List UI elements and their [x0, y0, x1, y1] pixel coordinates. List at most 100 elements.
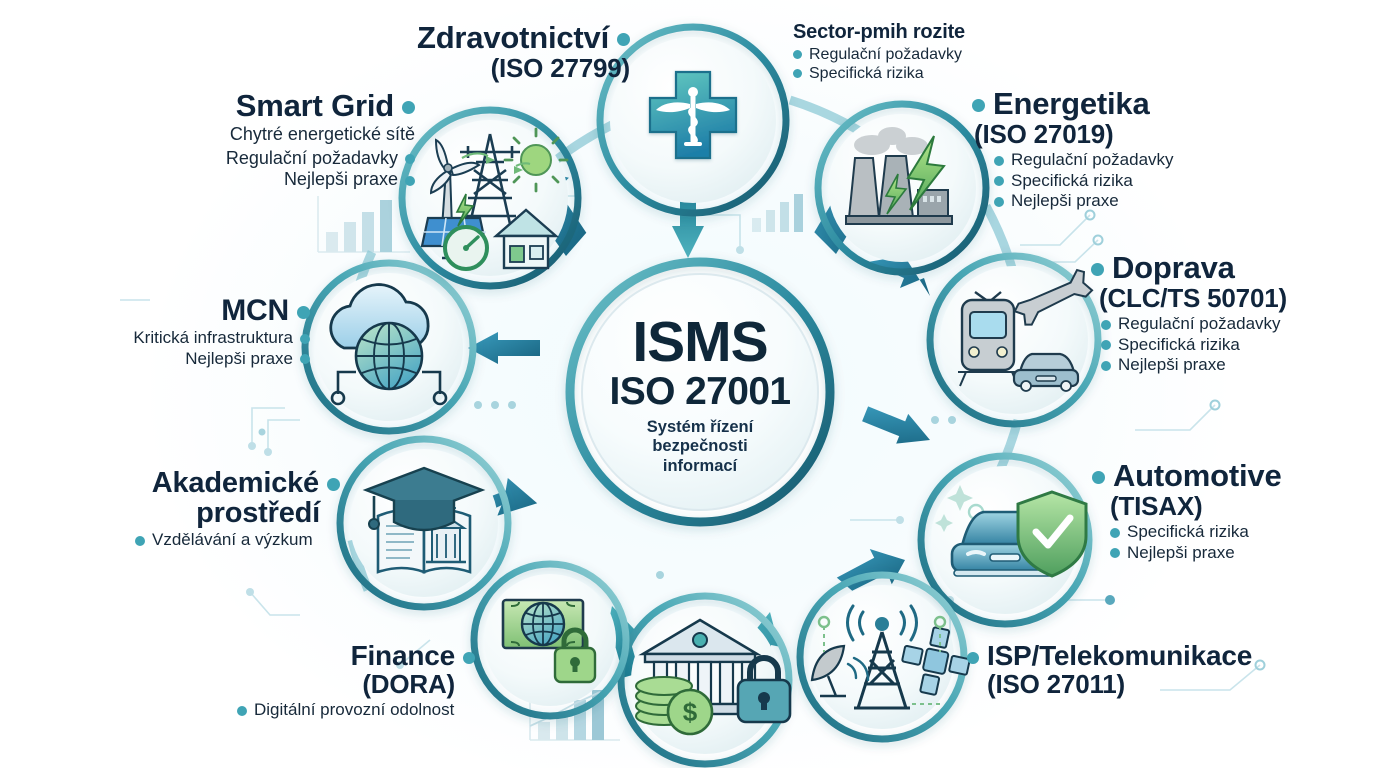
node-akademicke-prostredi[interactable] — [336, 435, 512, 611]
smart-grid-icon — [420, 127, 569, 271]
sector-title-line2: prostředí — [196, 497, 320, 530]
bank-lock-icon: $ — [635, 618, 792, 736]
radio-tower-satellite-icon — [810, 604, 971, 710]
money-globe-lock-icon — [501, 598, 597, 684]
label-isp-telekomunikace[interactable]: ISP/Telekomunikace (ISO 27011) — [967, 641, 1252, 698]
center-desc-line2: bezpečnosti — [652, 437, 748, 456]
center-hub[interactable] — [565, 257, 835, 527]
label-energetika[interactable]: Energetika (ISO 27019) Regulační požadav… — [972, 87, 1174, 211]
sector-subtitle: Chytré energetické sítě — [229, 124, 415, 145]
sector-title: Doprava — [1091, 251, 1287, 284]
sector-title: Akademické — [110, 468, 340, 498]
sector-bullet-list: Kritická infrastruktura Nejlepši praxe — [80, 328, 310, 369]
label-automotive[interactable]: Automotive (TISAX) Specifická rizika Nej… — [1092, 459, 1282, 563]
sector-standard: (ISO 27011) — [987, 669, 1125, 700]
node-smart-grid[interactable] — [398, 106, 582, 290]
power-plant-icon — [845, 127, 953, 225]
bullet-dot-icon — [135, 535, 145, 546]
note-heading: Sector-pmih rozite — [793, 21, 965, 43]
cloud-globe-network-icon — [329, 283, 448, 406]
center-standard: ISO 27001 — [609, 369, 791, 413]
node-finance[interactable] — [470, 560, 630, 720]
coins-stack: $ — [635, 676, 714, 736]
bullet-dot-icon — [972, 99, 985, 113]
bullet-dot-icon — [994, 155, 1004, 166]
bullet-dot-icon — [1110, 527, 1120, 538]
node-isp-telekomunikace[interactable] — [796, 571, 975, 743]
bar-chart-decoration-right — [752, 194, 803, 232]
node-banka[interactable]: $ — [617, 592, 793, 768]
center-title: ISMS — [632, 310, 768, 374]
list-item: Nejlepši praxe — [80, 349, 310, 369]
car-shield-icon — [935, 485, 1088, 578]
bullet-dot-icon — [967, 651, 979, 664]
bullet-dot-icon — [327, 477, 340, 491]
list-item: Specifická rizika — [1101, 335, 1287, 355]
list-item: Regulační požadavky — [1101, 314, 1287, 334]
bullet-dot-icon — [402, 101, 415, 115]
bullet-dot-icon — [297, 305, 310, 319]
node-energetika[interactable] — [814, 100, 990, 276]
bar-chart-decoration-left — [317, 196, 410, 253]
note-bullet-list: Regulační požadavky Specifická rizika — [793, 45, 965, 83]
label-smart-grid[interactable]: Smart Grid Chytré energetické sítě Regul… — [150, 89, 415, 191]
sector-standard: (DORA) — [362, 669, 455, 700]
sector-standard: (CLC/TS 50701) — [1099, 283, 1287, 314]
label-mcn[interactable]: MCN Kritická infrastruktura Nejlepši pra… — [80, 295, 310, 369]
list-item: Regulační požadavky — [994, 150, 1174, 170]
bullet-dot-icon — [793, 50, 802, 60]
svg-text:$: $ — [683, 697, 698, 727]
bullet-dot-icon — [617, 33, 630, 47]
sector-title: MCN — [80, 295, 310, 326]
sector-bullet-list: Regulační požadavky Specifická rizika Ne… — [994, 150, 1174, 211]
transport-icon — [958, 268, 1094, 392]
sector-bullet-list: Regulační požadavky Nejlepši praxe — [150, 148, 415, 191]
node-mcn[interactable] — [301, 259, 477, 435]
bullet-dot-icon — [994, 196, 1004, 207]
bullet-dot-icon — [237, 705, 247, 716]
bullet-dot-icon — [300, 354, 310, 365]
graduation-book-icon — [362, 466, 486, 574]
sector-title: Automotive — [1092, 459, 1282, 492]
sector-title: ISP/Telekomunikace — [967, 641, 1252, 670]
sector-standard: (ISO 27799) — [490, 53, 631, 84]
label-zdravotnictvi[interactable]: Zdravotnictví (ISO 27799) — [380, 21, 631, 84]
node-doprava[interactable] — [926, 252, 1102, 428]
sector-standard: (ISO 27019) — [974, 119, 1114, 150]
list-item: Kritická infrastruktura — [80, 328, 310, 348]
sector-title: Smart Grid — [150, 89, 415, 122]
list-item: Digitální provozní odolnost — [230, 700, 475, 720]
sector-standard: (TISAX) — [1110, 491, 1203, 522]
label-finance[interactable]: Finance (DORA) Digitální provozní odolno… — [237, 641, 475, 721]
center-desc-line3: informací — [662, 456, 738, 475]
sector-title: Energetika — [972, 87, 1174, 120]
medical-cross-caduceus-icon — [648, 70, 738, 160]
sector-title: Finance — [245, 641, 475, 670]
list-item: Specifická rizika — [994, 171, 1174, 191]
padlock — [736, 655, 792, 724]
list-item: Specifická rizika — [793, 64, 965, 83]
list-item: Nejlepši praxe — [150, 169, 415, 191]
label-doprava[interactable]: Doprava (CLC/TS 50701) Regulační požadav… — [1091, 251, 1287, 375]
center-hub-text: ISMS ISO 27001 Systém řízení bezpečnosti… — [570, 310, 830, 476]
bullet-dot-icon — [1110, 548, 1120, 559]
label-akademicke-prostredi[interactable]: Akademické prostředí Vzdělávání a výzkum — [110, 468, 340, 551]
bullet-dot-icon — [1101, 319, 1111, 330]
bullet-dot-icon — [994, 176, 1004, 187]
list-item: Vzdělávání a výzkum — [128, 530, 340, 550]
bullet-dot-icon — [1101, 360, 1111, 371]
sector-bullet-list: Regulační požadavky Specifická rizika Ne… — [1101, 314, 1287, 375]
sector-bullet-list: Vzdělávání a výzkum — [128, 530, 340, 550]
list-item: Nejlepši praxe — [1101, 355, 1287, 375]
list-item: Nejlepši praxe — [1110, 543, 1282, 563]
bullet-dot-icon — [1092, 471, 1105, 485]
node-automotive[interactable] — [917, 452, 1093, 628]
bullet-dot-icon — [793, 69, 802, 79]
list-item: Nejlepši praxe — [994, 191, 1174, 211]
sector-bullet-list: Specifická rizika Nejlepši praxe — [1110, 522, 1282, 563]
bullet-dot-icon — [463, 651, 475, 664]
bullet-dot-icon — [405, 154, 415, 165]
node-zdravotnictvi[interactable] — [596, 23, 790, 217]
